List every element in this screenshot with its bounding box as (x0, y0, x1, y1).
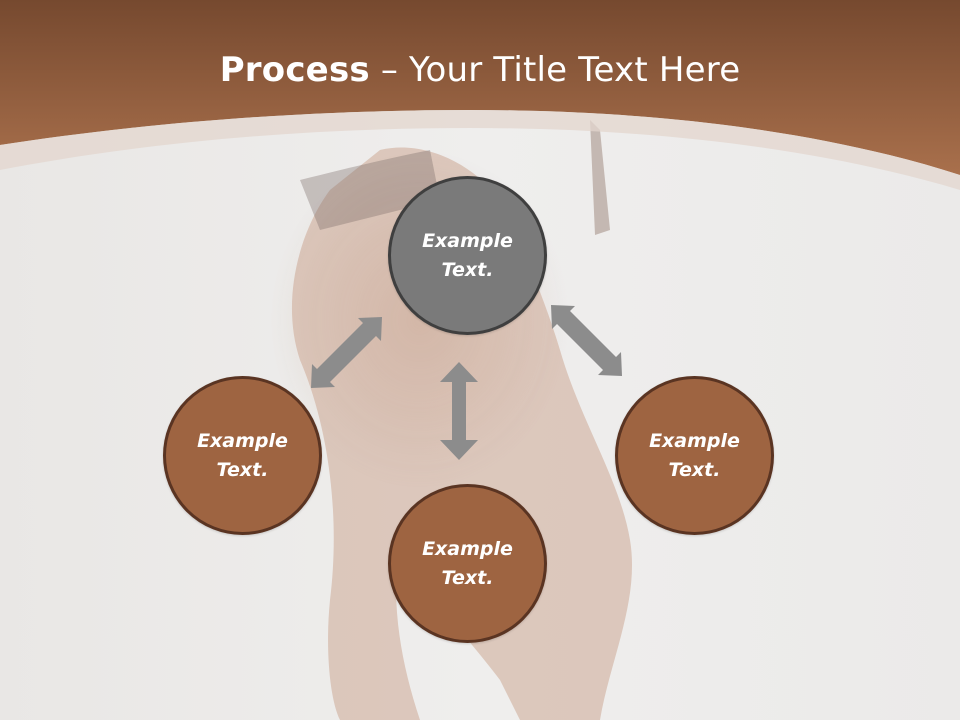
circle-top-line2: Text. (441, 258, 494, 281)
circle-left-line2: Text. (216, 458, 269, 481)
circle-right-line2: Text. (668, 458, 721, 481)
double-arrow-icon (311, 305, 622, 460)
circle-bottom-line1: Example (422, 537, 513, 560)
circle-right-line1: Example (649, 429, 740, 452)
circle-bottom: Example Text. (388, 484, 547, 643)
title-rest: – Your Title Text Here (369, 50, 741, 90)
circle-top: Example Text. (388, 176, 547, 335)
title-bold: Process (219, 50, 370, 90)
circle-bottom-line2: Text. (441, 566, 494, 589)
circle-right: Example Text. (615, 376, 774, 535)
circle-top-line1: Example (422, 229, 513, 252)
circle-left: Example Text. (163, 376, 322, 535)
slide-title: Process – Your Title Text Here (0, 50, 960, 90)
circle-left-line1: Example (197, 429, 288, 452)
